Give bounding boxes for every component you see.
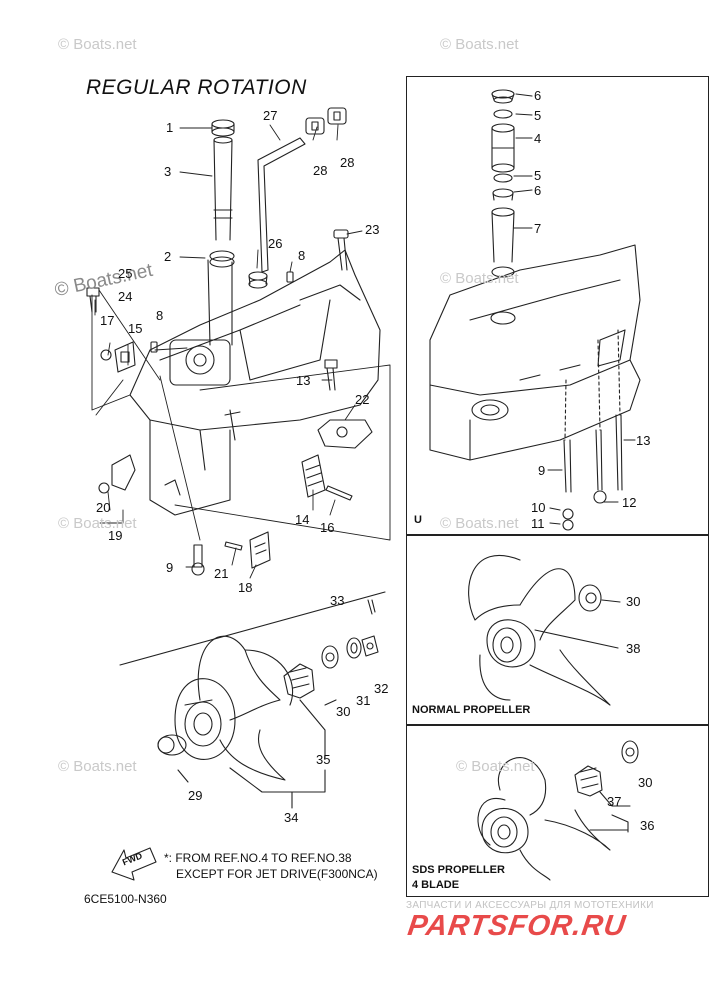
part-number-24[interactable]: 24	[118, 289, 133, 304]
left-small-parts	[86, 107, 373, 576]
part-number-17[interactable]: 17	[100, 313, 115, 328]
diagram-code: 6CE5100-N360	[84, 892, 167, 906]
part-number-30[interactable]: 30	[336, 704, 351, 719]
watermark: © Boats.net	[440, 270, 519, 287]
brand-tagline: ЗАПЧАСТИ И АКСЕССУАРЫ ДЛЯ МОТОТЕХНИКИ	[406, 900, 654, 911]
part-number-9[interactable]: 9	[538, 463, 546, 478]
sds-propeller-sublabel: 4 BLADE	[412, 879, 460, 891]
part-number-9[interactable]: 9	[166, 560, 174, 575]
normal-propeller-drawing	[468, 554, 621, 706]
watermark: © Boats.net	[440, 36, 519, 53]
part-number-1[interactable]: 1	[166, 120, 174, 135]
part-number-4[interactable]: 4	[534, 131, 542, 146]
part-number-20[interactable]: 20	[96, 500, 111, 515]
sds-propeller-drawing	[477, 740, 639, 881]
leader-lines-left	[91, 124, 391, 579]
part-number-15[interactable]: 15	[128, 321, 143, 336]
watermark: © Boats.net	[58, 36, 137, 53]
part-number-30[interactable]: 30	[638, 775, 653, 790]
part-number-8[interactable]: 8	[298, 248, 306, 263]
part-number-26[interactable]: 26	[268, 236, 283, 251]
part-number-34[interactable]: 34	[284, 810, 299, 825]
u-panel-label: U	[414, 514, 422, 526]
part-number-35[interactable]: 35	[316, 752, 331, 767]
part-number-5[interactable]: 5	[534, 108, 542, 123]
watermark: © Boats.net	[456, 758, 535, 775]
part-number-2[interactable]: 2	[164, 249, 172, 264]
sds-propeller-label: SDS PROPELLER	[412, 864, 505, 876]
part-number-14[interactable]: 14	[295, 512, 310, 527]
part-number-6[interactable]: 6	[534, 88, 542, 103]
fwd-arrow-icon	[111, 847, 157, 881]
part-number-6[interactable]: 6	[534, 183, 542, 198]
part-number-16[interactable]: 16	[320, 520, 335, 535]
part-number-11[interactable]: 11	[531, 516, 545, 531]
part-number-12[interactable]: 12	[622, 495, 637, 510]
part-number-23[interactable]: 23	[365, 222, 380, 237]
part-number-19[interactable]: 19	[108, 528, 123, 543]
part-number-21[interactable]: 21	[214, 566, 229, 581]
part-number-37[interactable]: 37	[607, 794, 622, 809]
sds-propeller-panel	[406, 725, 709, 897]
part-number-5[interactable]: 5	[534, 168, 542, 183]
part-number-3[interactable]: 3	[164, 164, 172, 179]
part-number-29[interactable]: 29	[188, 788, 203, 803]
part-number-13[interactable]: 13	[296, 373, 311, 388]
part-number-18[interactable]: 18	[238, 580, 253, 595]
part-number-28[interactable]: 28	[340, 155, 355, 170]
diagram-title: REGULAR ROTATION	[86, 76, 307, 99]
note-line-2: EXCEPT FOR JET DRIVE(F300NCA)	[176, 867, 378, 881]
lower-casing-left	[129, 249, 381, 516]
u-panel-drawing	[429, 89, 641, 531]
part-number-30[interactable]: 30	[626, 594, 641, 609]
part-number-10[interactable]: 10	[531, 500, 546, 515]
part-number-33[interactable]: 33	[330, 593, 345, 608]
part-number-8[interactable]: 8	[156, 308, 164, 323]
watermark: © Boats.net	[58, 758, 137, 775]
normal-propeller-label: NORMAL PROPELLER	[412, 704, 531, 716]
note-line-1: *: FROM REF.NO.4 TO REF.NO.38	[164, 851, 352, 865]
u-panel	[406, 76, 709, 535]
part-number-27[interactable]: 27	[263, 108, 278, 123]
part-number-31[interactable]: 31	[356, 693, 371, 708]
part-number-22[interactable]: 22	[355, 392, 370, 407]
normal-propeller-panel	[406, 535, 709, 725]
part-number-32[interactable]: 32	[374, 681, 389, 696]
part-number-13[interactable]: 13	[636, 433, 651, 448]
brand-logo-text: PARTSFOR.RU	[405, 910, 629, 942]
part-number-25[interactable]: 25	[118, 266, 133, 281]
part-number-36[interactable]: 36	[640, 818, 655, 833]
propeller-group	[119, 591, 386, 809]
watermark: © Boats.net	[58, 515, 137, 532]
watermark: © Boats.net	[440, 515, 519, 532]
part-number-38[interactable]: 38	[626, 641, 641, 656]
part-number-28[interactable]: 28	[313, 163, 328, 178]
part-number-7[interactable]: 7	[534, 221, 542, 236]
